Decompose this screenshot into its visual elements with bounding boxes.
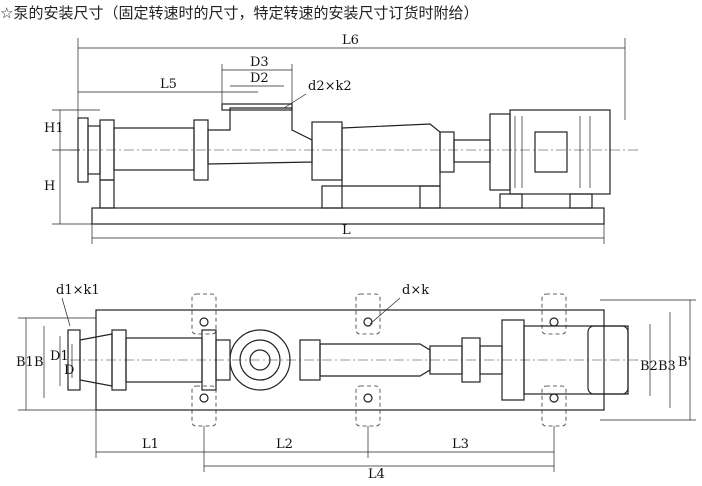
dim-D2: D2 [250,71,269,86]
dim-d-k: d×k [402,283,429,298]
dim-B1: B1 [16,355,34,370]
dim-D3: D3 [250,55,269,70]
dim-B-prime: B' [678,355,691,370]
dim-L5: L5 [160,77,177,92]
dim-L1: L1 [142,437,159,452]
dim-B3: B3 [658,359,676,374]
dim-B2: B2 [640,359,658,374]
page-title: ☆泵的安装尺寸（固定转速时的尺寸，特定转速的安装尺寸订货时附给） [0,4,479,22]
dim-L6: L6 [342,33,359,48]
dim-D: D [64,363,74,378]
top-view: d1×k1 d×k [16,283,696,482]
dim-L3: L3 [452,437,469,452]
dim-L2: L2 [276,437,293,452]
dim-H: H [44,179,55,194]
dim-L4: L4 [368,467,385,482]
dim-H1: H1 [44,121,64,136]
dim-B: B [34,355,44,370]
side-view: L6 D3 D2 L5 d2×k2 H1 H [44,33,640,244]
dim-D1: D1 [50,349,69,364]
dim-L: L [342,223,351,238]
dim-d2-k2: d2×k2 [308,79,352,94]
dim-d1-k1: d1×k1 [56,283,100,298]
